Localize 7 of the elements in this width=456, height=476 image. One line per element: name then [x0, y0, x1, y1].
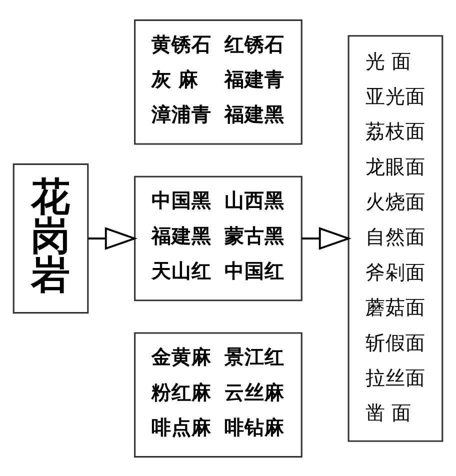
node-box: 黄锈石 红锈石 灰 麻 福建青 漳浦青 福建黑	[134, 18, 302, 144]
node-box: 花岗岩	[12, 162, 89, 314]
node-box: 金黄麻 景江红 粉红麻 云丝麻 啡点麻 啡钻麻	[134, 332, 302, 458]
arrow	[88, 226, 138, 250]
node-box: 中国黑 山西黑 福建黑 蒙古黑 天山红 中国红	[134, 175, 302, 301]
arrow	[302, 226, 352, 250]
node-box: 光 面 亚光面 荔枝面 龙眼面 火烧面 自然面 斧剁面 蘑菇面 斩假面 拉丝面 凿 面	[348, 34, 444, 442]
